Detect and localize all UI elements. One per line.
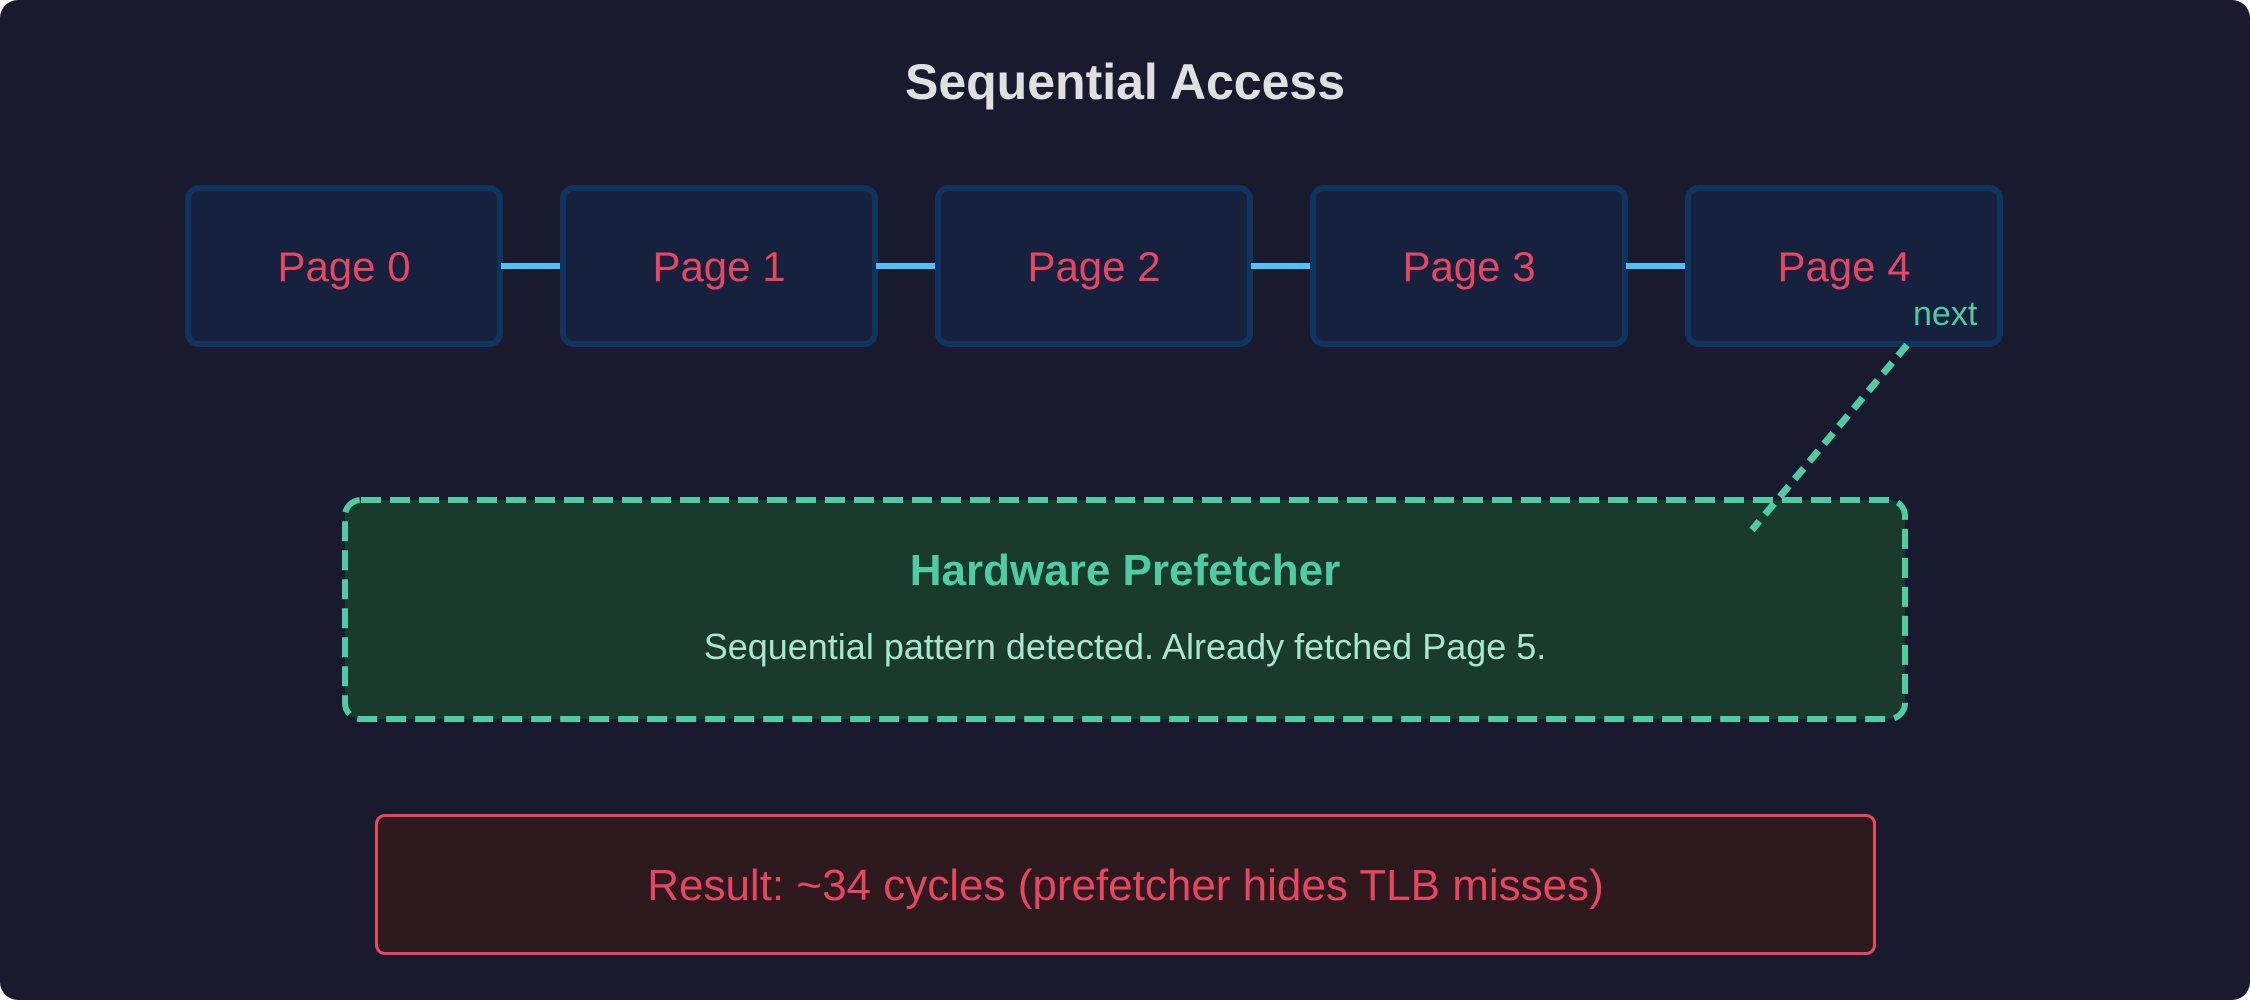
page-label: Page 1 xyxy=(652,243,786,290)
prefetcher-box xyxy=(342,497,1908,722)
prefetcher-title: Hardware Prefetcher xyxy=(909,546,1341,595)
page-label: Page 3 xyxy=(1402,243,1536,290)
prefetch-pointer-line xyxy=(1749,342,1910,533)
page-connector xyxy=(501,263,562,269)
page-connector xyxy=(876,263,937,269)
prefetcher-description: Sequential pattern detected. Already fet… xyxy=(703,626,1547,667)
result-box: Result: ~34 cycles (prefetcher hides TLB… xyxy=(375,814,1876,955)
diagram-title: Sequential Access xyxy=(904,54,1345,110)
page-box-3: Page 3 xyxy=(1310,185,1628,347)
page-box-2: Page 2 xyxy=(935,185,1253,347)
page-connector xyxy=(1626,263,1687,269)
result-text: Result: ~34 cycles (prefetcher hides TLB… xyxy=(647,861,1604,910)
page-box-1: Page 1 xyxy=(560,185,878,347)
page-box-0: Page 0 xyxy=(185,185,503,347)
page-connector xyxy=(1251,263,1312,269)
page-label: Page 4 xyxy=(1777,243,1911,290)
next-label: next xyxy=(1913,295,1978,333)
page-label: Page 0 xyxy=(277,243,411,290)
page-label: Page 2 xyxy=(1027,243,1161,290)
page-box-4: Page 4 xyxy=(1685,185,2003,347)
